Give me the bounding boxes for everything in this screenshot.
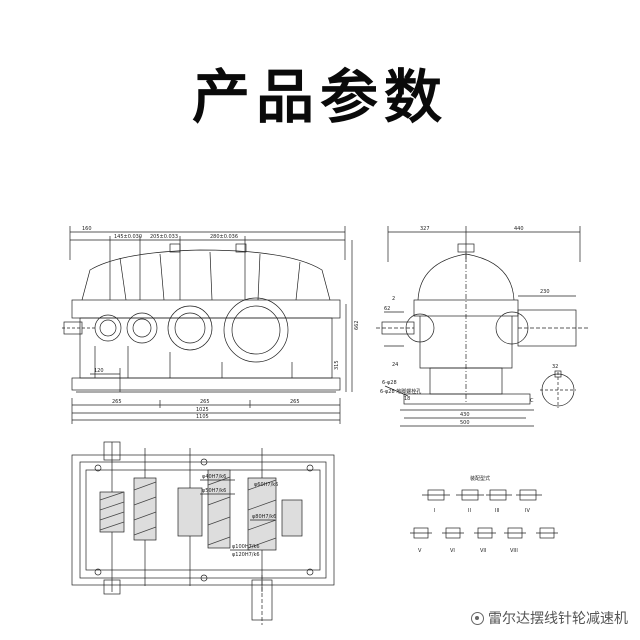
dim-1025: 1025 xyxy=(196,407,209,413)
dim-c: C xyxy=(530,398,534,404)
assembly-label-3: III xyxy=(495,508,499,514)
assembly-forms xyxy=(410,489,558,539)
dim-265-c: 265 xyxy=(290,399,300,405)
dim-32: 32 xyxy=(552,364,558,370)
watermark: 雷尔达摆线针轮减速机 xyxy=(471,608,628,628)
dim-500: 500 xyxy=(460,420,470,426)
dim-280: 280±0.036 xyxy=(210,234,238,240)
dim-62: 62 xyxy=(384,306,390,312)
assembly-label-8: VIII xyxy=(510,548,518,554)
dim-120: 120 xyxy=(94,368,104,374)
callout-phi100: φ100H7/k6 xyxy=(232,544,260,550)
assembly-label-4: IV xyxy=(525,508,530,514)
page-title: 产品参数 xyxy=(191,63,448,131)
dim-440: 440 xyxy=(514,226,524,232)
assembly-label-2: II xyxy=(468,508,471,514)
callout-phi120: φ120H7/k6 xyxy=(232,552,260,558)
assembly-label-7: VII xyxy=(480,548,486,554)
callout-phi80: φ80H7/k6 xyxy=(252,514,276,520)
plan-view xyxy=(71,441,335,625)
assembly-label-1: I xyxy=(434,508,435,514)
callout-phi50: φ50H7/k6 xyxy=(202,488,226,494)
dim-265-b: 265 xyxy=(200,399,210,405)
watermark-text: 雷尔达摆线针轮减速机 xyxy=(488,611,628,627)
dim-327: 327 xyxy=(420,226,430,232)
side-callout: 6-φ28 地脚螺栓孔 xyxy=(380,388,421,395)
dim-18: 18 xyxy=(404,396,410,402)
dim-2: 2 xyxy=(392,296,395,302)
watermark-logo-icon xyxy=(471,611,484,625)
assembly-label-6: VI xyxy=(450,548,455,554)
dim-6-phi28: 6-φ28 xyxy=(382,380,397,386)
callout-phi40: φ40H7/k6 xyxy=(202,474,226,480)
assembly-label-5: V xyxy=(418,548,422,554)
dim-205: 205±0.033 xyxy=(150,234,178,240)
dim-1105: 1105 xyxy=(196,414,209,420)
dim-230: 230 xyxy=(540,289,550,295)
dim-662: 662 xyxy=(354,320,360,330)
side-view xyxy=(376,226,590,427)
callout-phi60: φ60H7/k6 xyxy=(254,482,278,488)
dim-265-a: 265 xyxy=(112,399,122,405)
front-view xyxy=(62,226,353,424)
assembly-forms-title: 装配型式 xyxy=(470,475,490,482)
dim-160: 160 xyxy=(82,226,92,232)
dim-430: 430 xyxy=(460,412,470,418)
dim-315: 315 xyxy=(334,360,340,370)
dim-145: 145±0.030 xyxy=(114,234,142,240)
dim-24: 24 xyxy=(392,362,398,368)
